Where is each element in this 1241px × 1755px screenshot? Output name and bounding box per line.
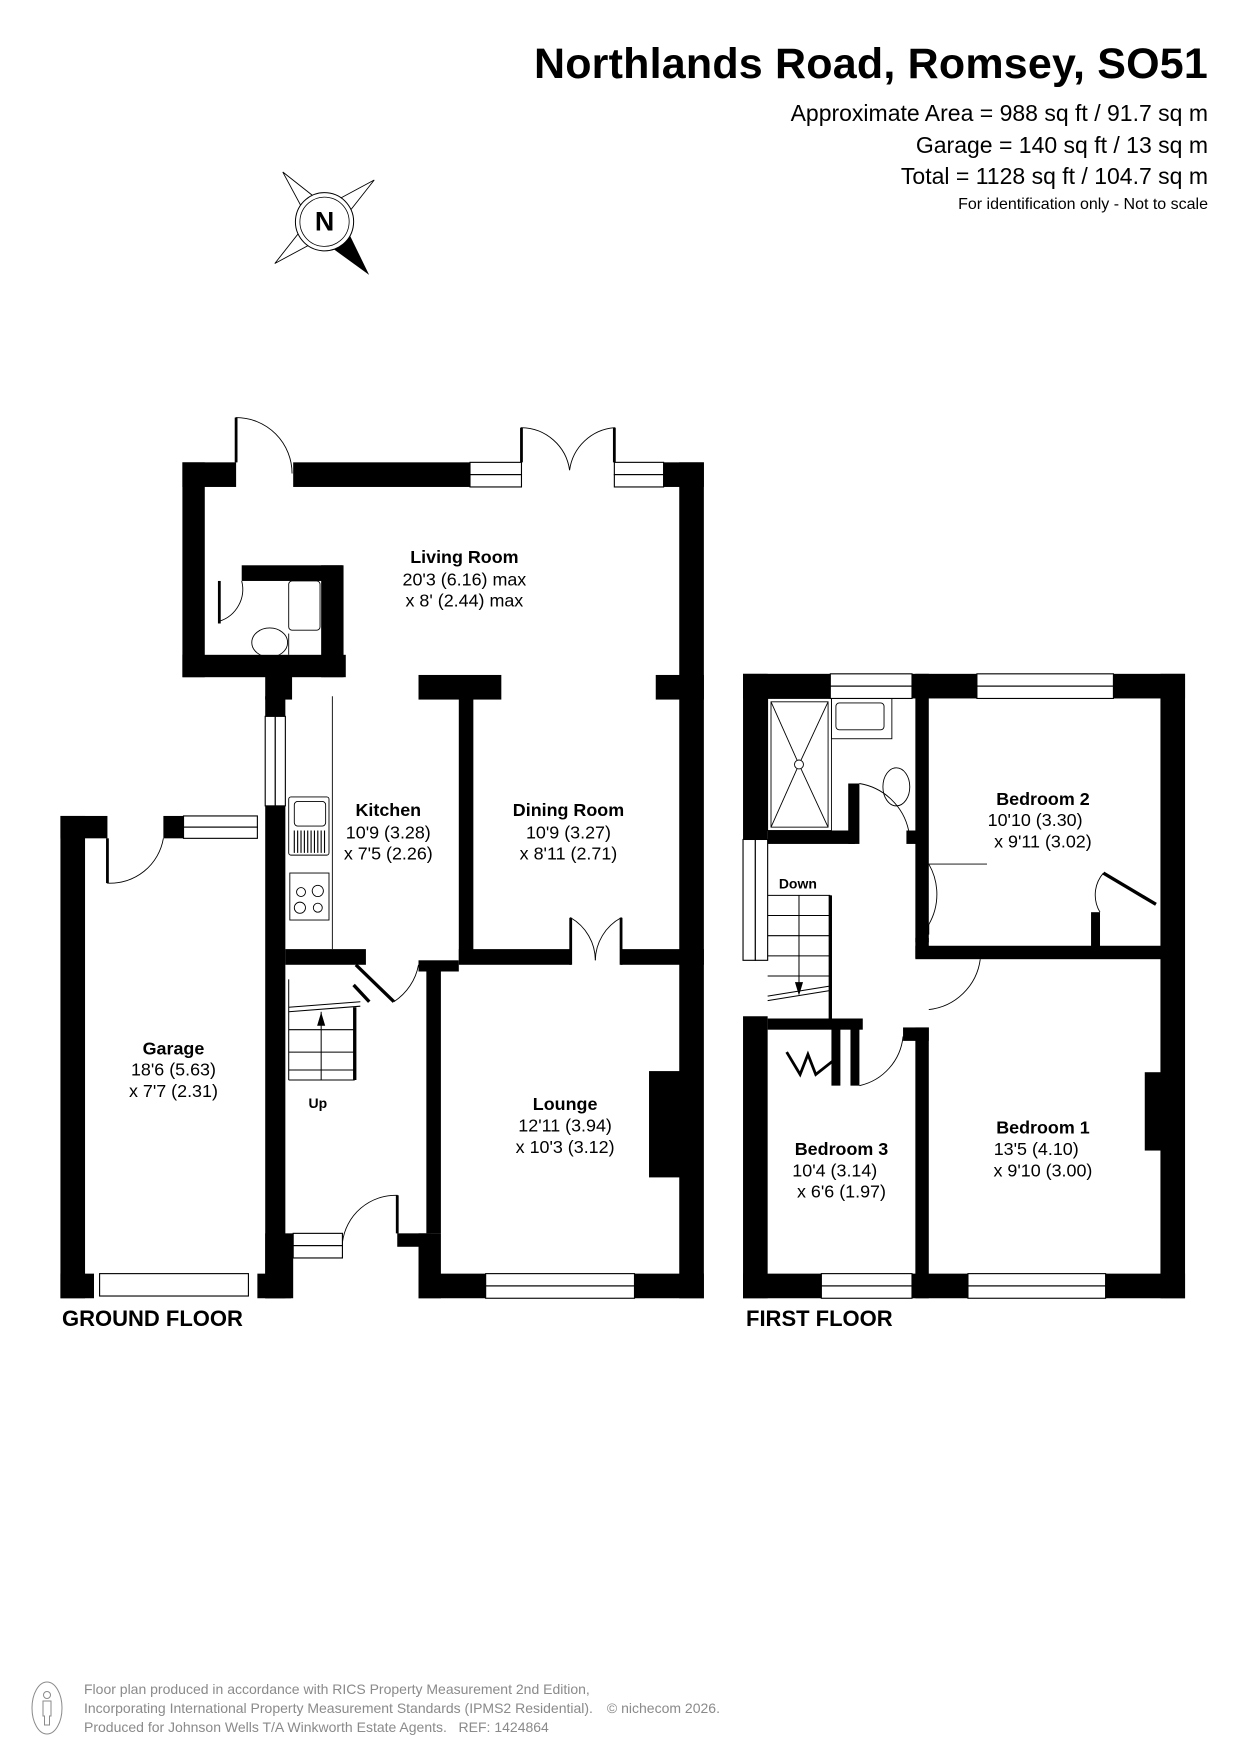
svg-text:18'6 (5.63): 18'6 (5.63) — [131, 1060, 216, 1080]
svg-text:20'3 (6.16) max: 20'3 (6.16) max — [403, 569, 527, 589]
svg-text:Lounge: Lounge — [533, 1094, 598, 1114]
total-area: Total = 1128 sq ft / 104.7 sq m — [900, 163, 1208, 189]
sink-icon — [288, 796, 330, 856]
room-bedroom-2: Bedroom 2 10'10 (3.30) x 9'11 (3.02) — [988, 789, 1092, 852]
stairs-up-label: Up — [308, 1095, 327, 1111]
svg-text:10'9 (3.28): 10'9 (3.28) — [346, 822, 431, 842]
svg-text:Kitchen: Kitchen — [355, 800, 421, 820]
stairs-down-label: Down — [779, 876, 817, 892]
svg-text:x 8'11 (2.71): x 8'11 (2.71) — [520, 844, 618, 864]
toilet-icon — [251, 627, 289, 658]
svg-text:10'9 (3.27): 10'9 (3.27) — [526, 822, 611, 842]
svg-text:Bedroom 3: Bedroom 3 — [795, 1139, 888, 1159]
svg-text:Bedroom 1: Bedroom 1 — [996, 1118, 1089, 1138]
bathroom-fittings — [767, 698, 911, 831]
kitchen-fittings — [288, 696, 333, 950]
ground-floor-label: GROUND FLOOR — [62, 1306, 243, 1331]
svg-text:Living Room: Living Room — [410, 547, 518, 567]
toilet-icon — [882, 767, 911, 807]
first-floor-doors — [785, 783, 1157, 1087]
room-bedroom-1: Bedroom 1 13'5 (4.10) x 9'10 (3.00) — [993, 1118, 1092, 1181]
hob-icon — [289, 872, 330, 921]
room-kitchen: Kitchen 10'9 (3.28) x 7'5 (2.26) — [344, 800, 433, 864]
footer-disclaimer: Floor plan produced in accordance with R… — [84, 1680, 720, 1737]
svg-text:x 10'3 (3.12): x 10'3 (3.12) — [516, 1137, 615, 1157]
room-garage: Garage 18'6 (5.63) x 7'7 (2.31) — [129, 1038, 218, 1101]
svg-text:x 9'11 (3.02): x 9'11 (3.02) — [994, 831, 1092, 851]
property-title: Northlands Road, Romsey, SO51 — [533, 40, 1208, 88]
svg-text:x 6'6 (1.97): x 6'6 (1.97) — [797, 1182, 886, 1202]
copyright: © nichecom 2026. — [606, 1700, 720, 1716]
footer-line-3: Produced for Johnson Wells T/A Winkworth… — [84, 1719, 549, 1735]
first-floor-label: FIRST FLOOR — [746, 1306, 893, 1331]
svg-text:Dining Room: Dining Room — [513, 800, 624, 820]
svg-text:12'11 (3.94): 12'11 (3.94) — [518, 1116, 612, 1136]
scale-disclaimer: For identification only - Not to scale — [958, 196, 1208, 213]
approximate-area: Approximate Area = 988 sq ft / 91.7 sq m — [790, 100, 1208, 126]
room-dining-room: Dining Room 10'9 (3.27) x 8'11 (2.71) — [513, 800, 624, 864]
room-bedroom-3: Bedroom 3 10'4 (3.14) x 6'6 (1.97) — [792, 1139, 888, 1202]
svg-text:x 7'7 (2.31): x 7'7 (2.31) — [129, 1081, 218, 1101]
drainer-lines — [293, 830, 326, 853]
svg-text:Garage: Garage — [143, 1038, 205, 1058]
garage-area: Garage = 140 sq ft / 13 sq m — [915, 132, 1208, 158]
compass-icon: N — [274, 171, 375, 275]
svg-text:10'4 (3.14): 10'4 (3.14) — [792, 1160, 877, 1180]
svg-text:Bedroom 2: Bedroom 2 — [996, 789, 1089, 809]
ground-floor-windows — [99, 461, 665, 1299]
footer-line-1: Floor plan produced in accordance with R… — [84, 1681, 590, 1697]
svg-text:x 7'5 (2.26): x 7'5 (2.26) — [344, 844, 433, 864]
person-icon — [31, 1681, 63, 1735]
first-floor-stairs — [767, 894, 832, 1019]
wc-fittings — [251, 580, 321, 658]
shower-tray-icon — [767, 698, 832, 831]
svg-text:x 9'10 (3.00): x 9'10 (3.00) — [993, 1160, 1092, 1180]
svg-text:N: N — [315, 207, 334, 237]
svg-text:x 8' (2.44) max: x 8' (2.44) max — [406, 591, 524, 611]
ground-floor-stairs — [288, 979, 371, 1081]
ground-floor-walls — [60, 462, 704, 1299]
basin-icon — [288, 580, 321, 631]
first-floor-windows — [742, 673, 1114, 1299]
room-living-room: Living Room 20'3 (6.16) max x 8' (2.44) … — [403, 547, 527, 611]
svg-text:10'10 (3.30): 10'10 (3.30) — [988, 810, 1083, 830]
footer-line-2: Incorporating International Property Mea… — [84, 1700, 593, 1716]
first-floor-walls — [743, 673, 1186, 1299]
ground-floor-doors — [106, 417, 623, 1243]
svg-text:13'5 (4.10): 13'5 (4.10) — [994, 1139, 1079, 1159]
room-lounge: Lounge 12'11 (3.94) x 10'3 (3.12) — [516, 1094, 615, 1157]
basin-icon — [835, 702, 885, 731]
